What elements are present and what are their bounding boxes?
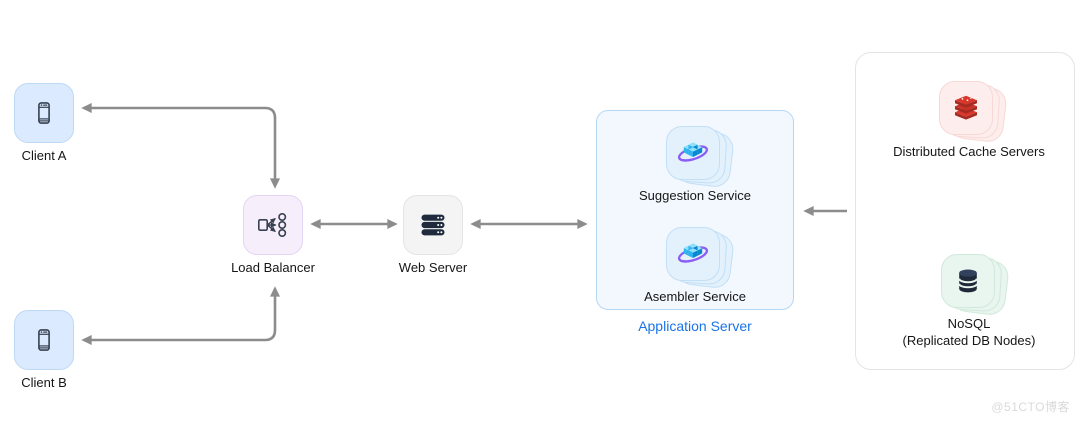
distributed-cache-node [939, 81, 1009, 144]
nosql-node [941, 254, 1011, 317]
web-server-label: Web Server [398, 260, 468, 275]
database-cylinder-icon [941, 254, 995, 308]
client-b-label: Client B [21, 375, 67, 390]
smartphone-icon [38, 329, 50, 351]
server-rack-icon [421, 214, 445, 236]
load-balancer-node [243, 195, 303, 255]
watermark: @51CTO博客 [991, 400, 1070, 414]
edge-loadbalancer-clientb [81, 286, 281, 346]
web-server-node [403, 195, 463, 255]
cubes-with-ring-icon [666, 227, 720, 281]
distributed-cache-label: Distributed Cache Servers [893, 144, 1045, 159]
suggestion-service-node [666, 126, 736, 189]
load-balancer-icon [257, 212, 287, 237]
cubes-with-ring-icon [666, 126, 720, 180]
application-server-label: Application Server [638, 318, 752, 334]
client-b-node [14, 310, 74, 370]
nosql-sublabel: (Replicated DB Nodes) [902, 333, 1036, 348]
client-a-node [14, 83, 74, 143]
edge-loadbalancer-clienta [81, 102, 281, 189]
client-a-label: Client A [21, 148, 67, 163]
asembler-service-label: Asembler Service [644, 289, 746, 304]
suggestion-service-label: Suggestion Service [638, 188, 752, 203]
nosql-label: NoSQL [947, 316, 991, 331]
load-balancer-label: Load Balancer [231, 260, 315, 275]
asembler-service-node [666, 227, 736, 290]
smartphone-icon [38, 102, 50, 124]
redis-stack-icon [939, 81, 993, 135]
